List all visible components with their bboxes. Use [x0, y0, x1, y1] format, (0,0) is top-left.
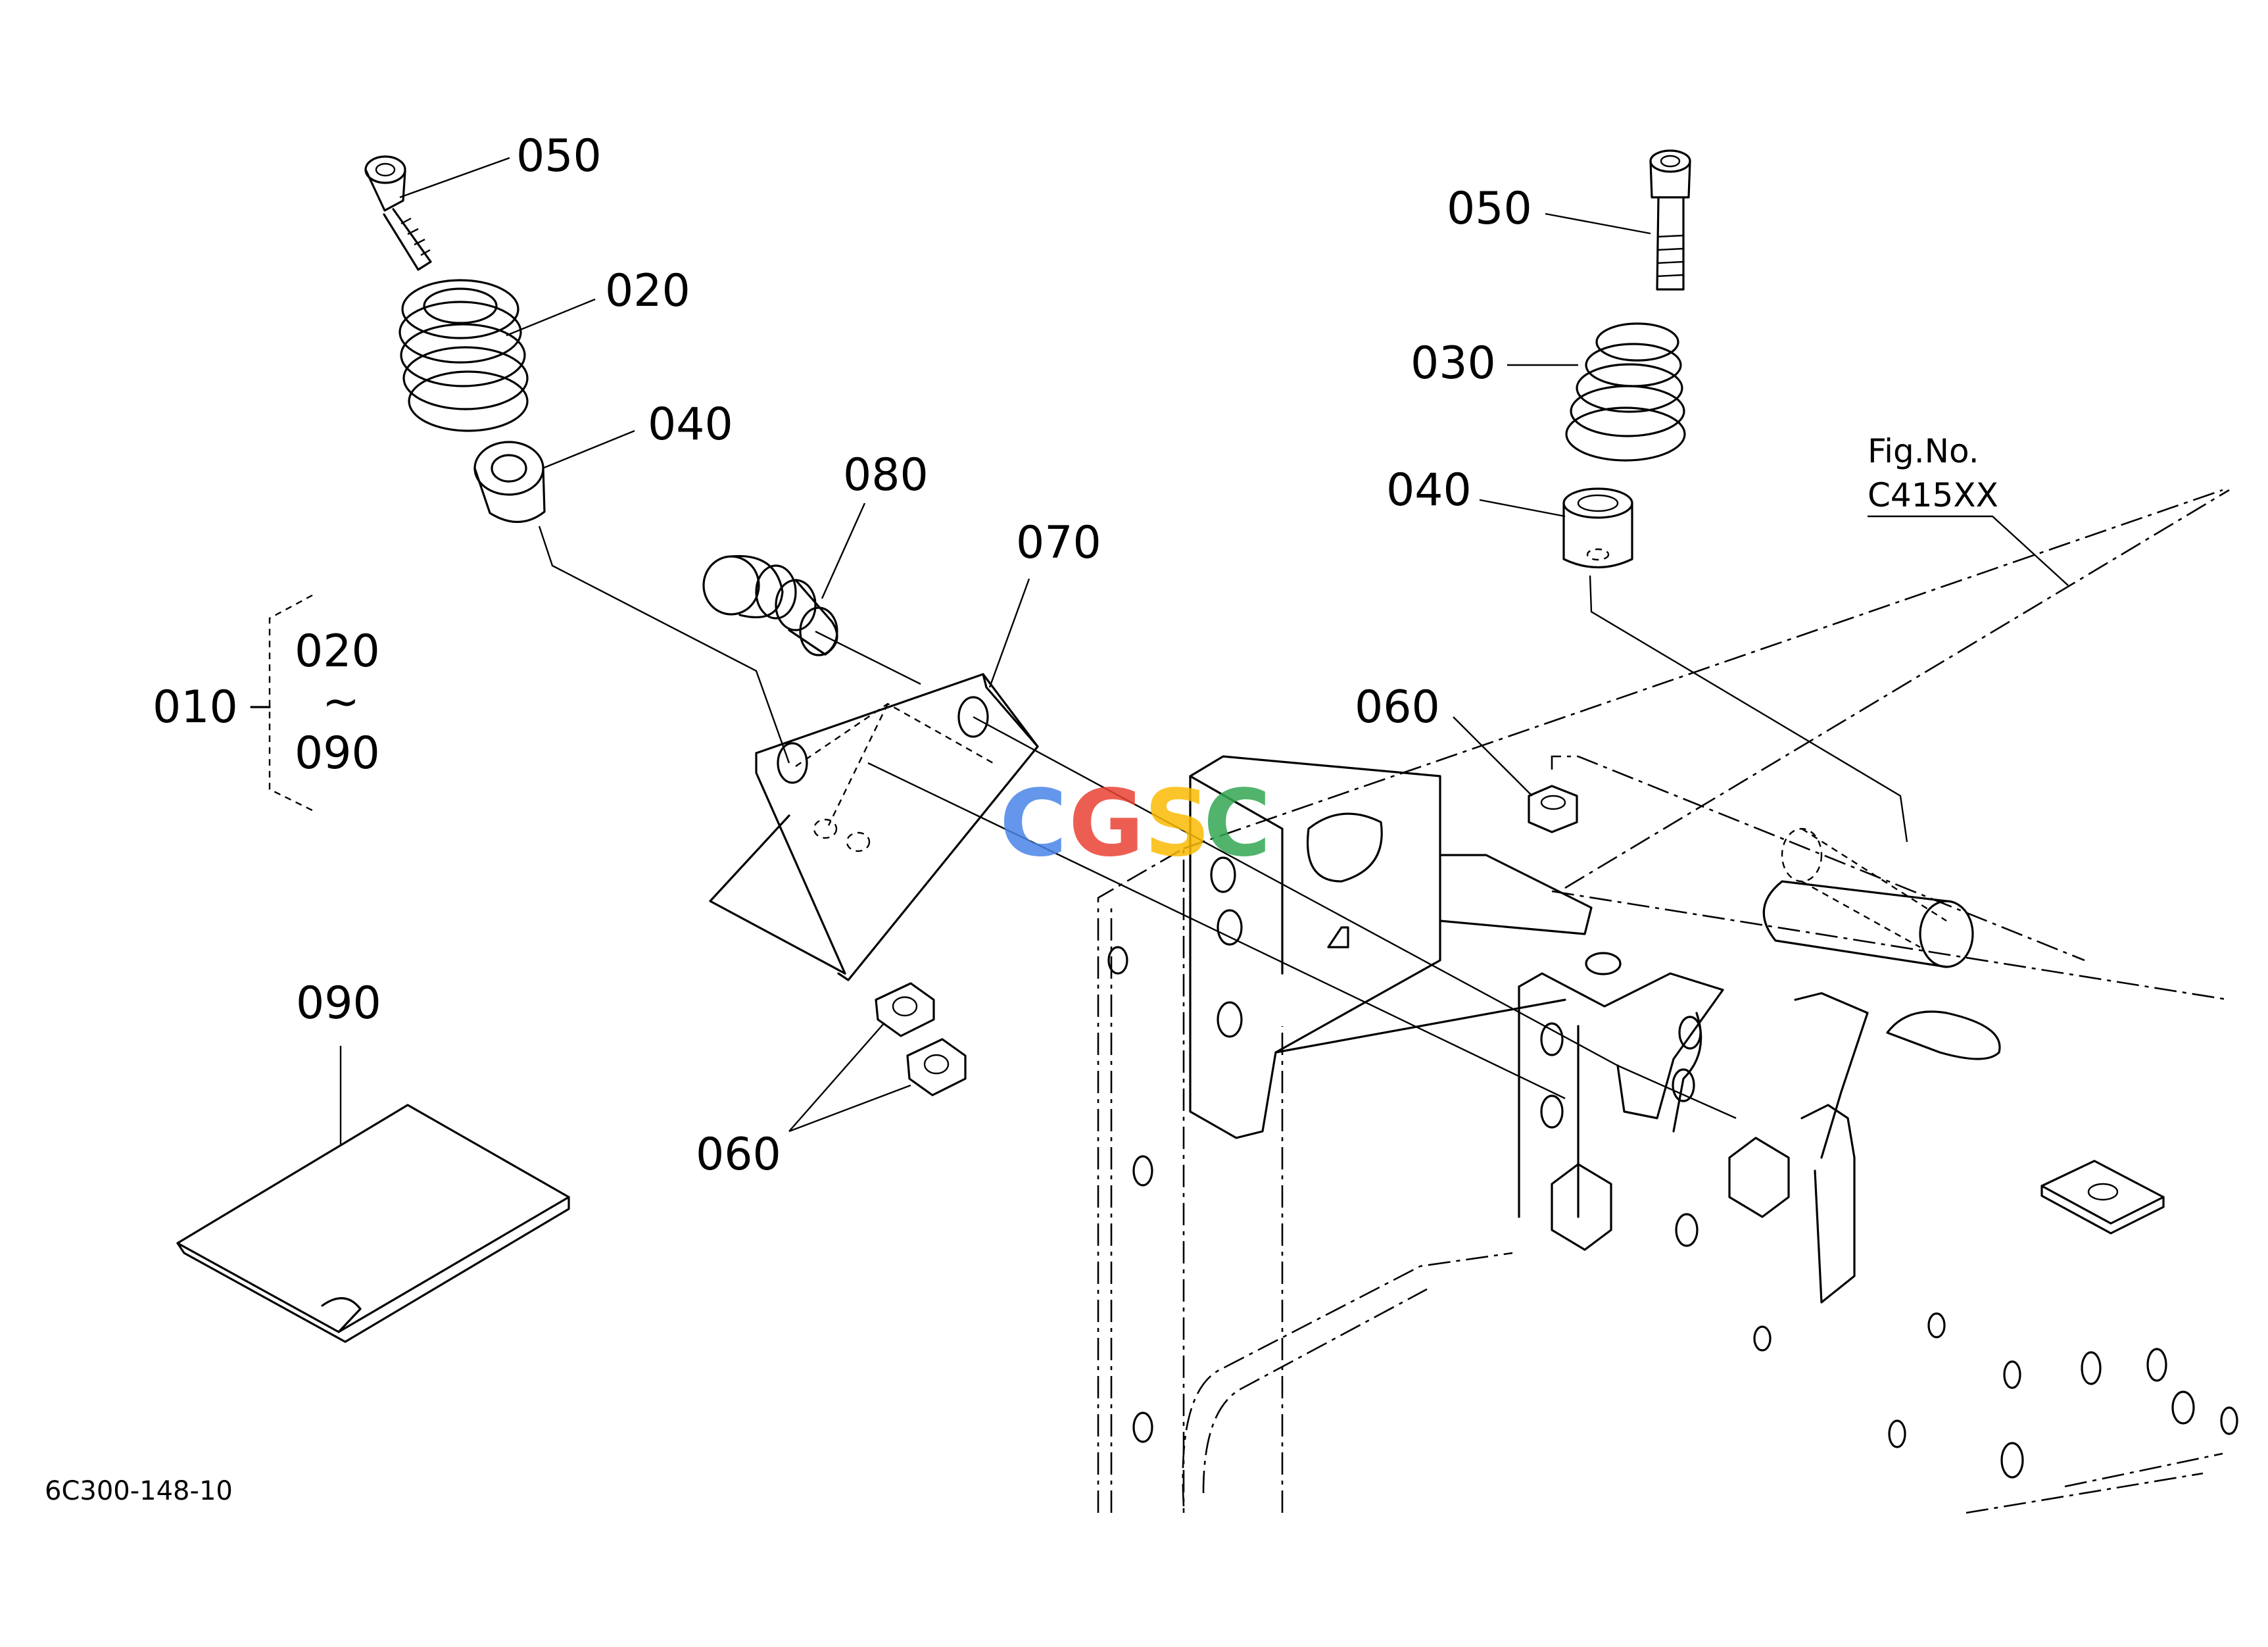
- watermark-letter-g: G: [1069, 770, 1144, 877]
- callout-010: 010: [153, 681, 238, 733]
- callout-020: 020: [605, 265, 690, 317]
- assembly-lines: [538, 489, 2230, 1119]
- figure-ref-label: Fig.No.: [1868, 432, 1979, 470]
- callout-060-right: 060: [1355, 681, 1440, 733]
- sheet-090: [176, 1104, 570, 1343]
- stud-080: [702, 554, 838, 656]
- watermark-logo: C G S C: [1000, 770, 1271, 877]
- group-bracket: [250, 594, 313, 812]
- spring-030: [1565, 322, 1686, 462]
- callout-050-left: 050: [516, 130, 602, 182]
- watermark-letter-c1: C: [1000, 770, 1067, 877]
- bolt-050-left: [364, 155, 432, 271]
- watermark-letter-c2: C: [1203, 770, 1271, 877]
- bracket-070: [709, 673, 1039, 981]
- spacer-040-right: [1562, 487, 1633, 568]
- callout-040-right: 040: [1386, 464, 1472, 516]
- nut-060-right: [1528, 785, 1578, 833]
- leader-lines: [339, 157, 2069, 1144]
- group-range-tilde: ~: [322, 676, 360, 728]
- group-range-to: 090: [295, 727, 380, 779]
- frame-reference: [1097, 489, 2238, 1514]
- spacer-040-left: [473, 441, 546, 524]
- callout-050-right: 050: [1447, 183, 1532, 235]
- callout-040-left: 040: [648, 399, 733, 451]
- figure-ref-value: C415XX: [1868, 476, 1998, 514]
- nuts-060-bottom: [875, 982, 967, 1096]
- callout-030: 030: [1411, 337, 1496, 389]
- spring-020: [398, 279, 529, 432]
- callout-080: 080: [843, 449, 929, 501]
- drawing-id: 6C300-148-10: [45, 1476, 233, 1506]
- callout-060-bottom: 060: [696, 1129, 781, 1181]
- bolt-050-right: [1649, 149, 1691, 291]
- callout-090: 090: [296, 977, 381, 1029]
- watermark-letter-s: S: [1144, 770, 1211, 877]
- callout-070: 070: [1016, 517, 1101, 569]
- group-range-from: 020: [295, 626, 380, 677]
